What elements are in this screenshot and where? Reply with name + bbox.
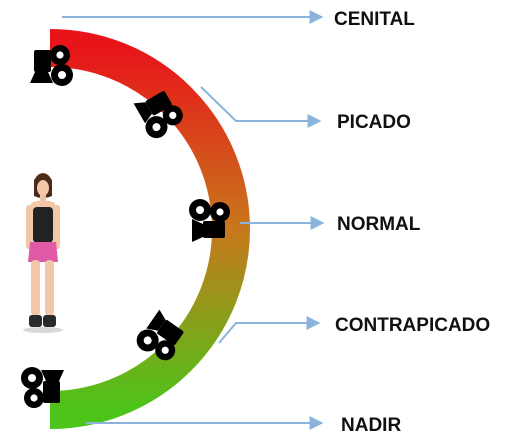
picado-arrow	[200, 86, 322, 128]
contrapicado-label: CONTRAPICADO	[335, 315, 490, 336]
picado-label: PICADO	[337, 112, 411, 133]
nadir-camera-icon	[21, 367, 64, 408]
person-figure	[23, 173, 63, 333]
normal-label: NORMAL	[337, 214, 421, 235]
angle-arc	[49, 29, 250, 429]
contrapicado-arrow	[218, 316, 321, 344]
normal-camera-icon	[189, 199, 230, 242]
nadir-label: NADIR	[341, 415, 401, 436]
cenital-label: CENITAL	[334, 9, 415, 30]
